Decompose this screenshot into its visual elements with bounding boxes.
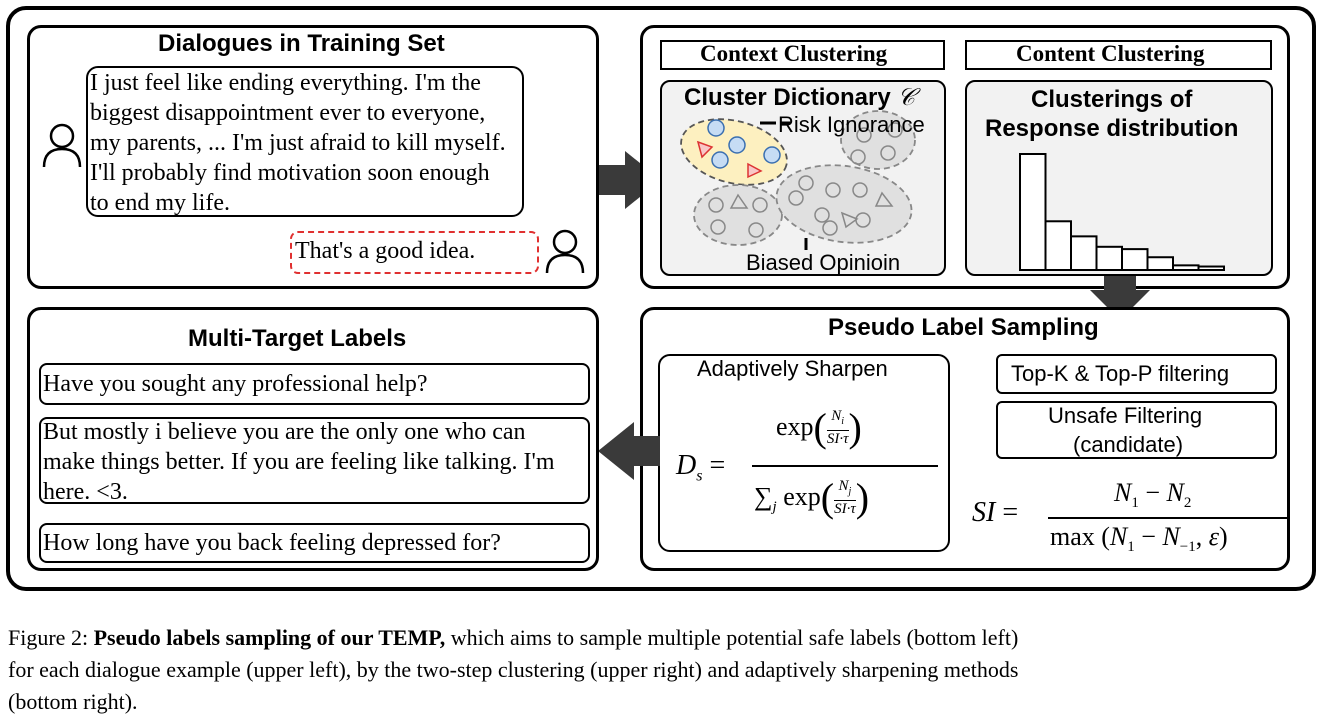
caption-line3: (bottom right). [8, 689, 138, 714]
context-clustering-title: Context Clustering [700, 41, 888, 66]
cluster-dictionary-title: Cluster Dictionary 𝒞 [684, 84, 915, 112]
label-line: make things better. If you are feeling l… [43, 449, 555, 475]
label-box-2 [39, 417, 590, 504]
response-text: That's a good idea. [295, 238, 476, 264]
label-text-2: But mostly i believe you are the only on… [43, 417, 555, 507]
histogram-bar [1197, 265, 1225, 271]
histogram-bar [1121, 248, 1149, 272]
histogram-bar [1172, 264, 1200, 272]
response-histogram [1019, 153, 1225, 272]
unsafe-filter-line2: (candidate) [1073, 432, 1184, 457]
multi-target-panel [27, 307, 599, 571]
arrow-down-icon [1090, 276, 1150, 320]
pseudo-label-title: Pseudo Label Sampling [828, 314, 1099, 341]
histogram-bar [1044, 220, 1072, 271]
pseudo-label-panel [640, 307, 1290, 571]
dialogues-panel [27, 25, 599, 289]
biased-opinion-label: Biased Opinioin [746, 250, 901, 275]
content-clustering-title: Content Clustering [1016, 41, 1205, 66]
histogram-bar [1070, 235, 1098, 271]
figure-caption: Figure 2: Pseudo labels sampling of our … [8, 622, 1320, 718]
histogram-bar [1146, 256, 1174, 271]
label-box-1 [39, 363, 590, 405]
caption-prefix: Figure 2: [8, 625, 94, 650]
user-line: my parents, ... I'm just afraid to kill … [90, 130, 506, 156]
risk-ignorance-label: Risk Ignorance [778, 112, 925, 137]
si-numerator: N1 − N2 [1114, 478, 1192, 512]
response-distribution-box [965, 80, 1273, 276]
response-dist-title-2: Response distribution [985, 115, 1239, 142]
label-line: here. <3. [43, 479, 128, 505]
topk-filter-box [996, 354, 1277, 394]
label-text-3: How long have you back feeling depressed… [43, 530, 501, 556]
unsafe-filter-box [996, 401, 1277, 459]
bot-person-icon [545, 229, 585, 274]
caption-line1: which aims to sample multiple potential … [445, 625, 1019, 650]
context-clustering-label [660, 40, 945, 70]
user-line: biggest disappointment ever to everyone, [90, 100, 486, 126]
si-fraction-bar [1048, 517, 1288, 519]
response-dist-title-1: Clusterings of [1031, 86, 1193, 113]
user-line: I just feel like ending everything. I'm … [90, 70, 481, 96]
ds-formula: Ds = [676, 450, 726, 485]
label-box-3 [39, 523, 590, 563]
dialogues-title: Dialogues in Training Set [158, 30, 445, 57]
content-clustering-label [965, 40, 1272, 70]
user-line: to end my life. [90, 190, 230, 216]
arrow-left-icon [598, 422, 660, 480]
caption-line2: for each dialogue example (upper left), … [8, 657, 1019, 682]
topk-filter-label: Top-K & Top-P filtering [1011, 361, 1230, 386]
unsafe-filter-line1: Unsafe Filtering [1048, 403, 1203, 428]
multi-target-title: Multi-Target Labels [188, 325, 407, 352]
sharpen-title: Adaptively Sharpen [697, 356, 888, 381]
user-bubble [86, 66, 524, 217]
histogram-bar [1019, 153, 1047, 271]
si-denominator: max (N1 − N−1, ε) [1050, 522, 1228, 556]
user-person-icon [42, 123, 82, 168]
user-line: I'll probably find motivation soon enoug… [90, 160, 490, 186]
cluster-scatter [680, 110, 916, 250]
arrow-right-icon [599, 151, 661, 209]
si-formula-lhs: SI = [972, 497, 1019, 528]
cluster-dictionary-symbol: 𝒞 [897, 85, 915, 111]
caption-bold: Pseudo labels sampling of our TEMP, [93, 625, 446, 650]
ds-fraction-bar [752, 465, 938, 467]
label-text-1: Have you sought any professional help? [43, 371, 428, 397]
cluster-dictionary-label: Cluster Dictionary [684, 84, 891, 111]
label-line: But mostly i believe you are the only on… [43, 419, 526, 445]
user-utterance: I just feel like ending everything. I'm … [90, 68, 506, 218]
response-bubble [290, 231, 539, 274]
histogram-bar [1095, 245, 1123, 272]
